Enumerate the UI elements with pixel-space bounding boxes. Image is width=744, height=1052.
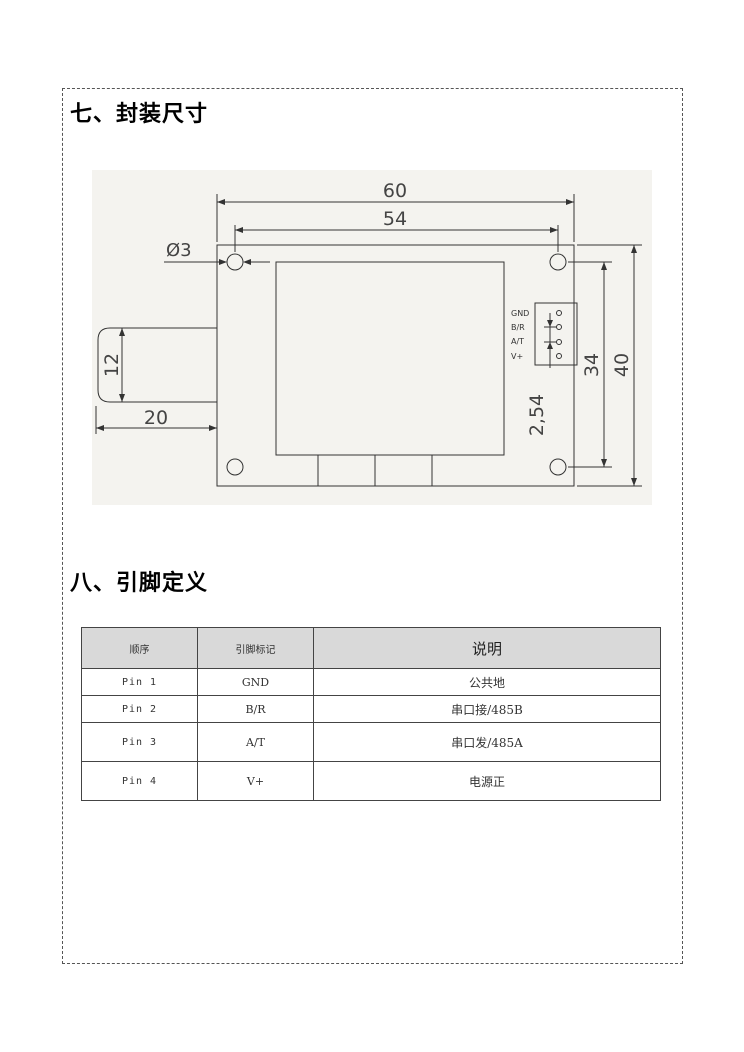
cell-mark: GND [197, 668, 314, 696]
module-outline [275, 261, 505, 456]
cell-order: Pin 1 [81, 668, 198, 696]
dimension-drawing: 60 54 Ø3 20 12 34 40 2,54 GND B/R A/T V+ [92, 170, 652, 505]
mount-hole-br [549, 458, 567, 476]
table-row: Pin 1 GND 公共地 [81, 668, 661, 696]
section-7-title: 七、封装尺寸 [70, 102, 209, 127]
dim-40: 40 [611, 353, 633, 377]
dim-60: 60 [383, 180, 407, 202]
connector-left [317, 454, 376, 487]
dim-34: 34 [581, 353, 603, 377]
cell-mark: A/T [197, 722, 314, 762]
cell-order: Pin 2 [81, 695, 198, 723]
board-outline [216, 244, 575, 487]
dim-hole-diameter: Ø3 [166, 240, 192, 261]
table-header-row: 顺序 引脚标记 说明 [81, 627, 661, 669]
mount-hole-tr [549, 253, 567, 271]
cell-order: Pin 3 [81, 722, 198, 762]
cell-desc: 串口接/485B [313, 695, 661, 723]
tab-outline [97, 327, 217, 403]
mount-hole-bl [226, 458, 244, 476]
pin-label-at: A/T [511, 337, 524, 346]
dim-54: 54 [383, 208, 407, 230]
header-pin-mark: 引脚标记 [197, 627, 314, 669]
mount-hole-tl [226, 253, 244, 271]
cell-desc: 串口发/485A [313, 722, 661, 762]
pin-definition-table: 顺序 引脚标记 说明 Pin 1 GND 公共地 Pin 2 B/R 串口接/4… [81, 627, 661, 801]
cell-desc: 电源正 [313, 761, 661, 801]
dim-pitch: 2,54 [526, 394, 548, 436]
table-row: Pin 2 B/R 串口接/485B [81, 695, 661, 723]
cell-order: Pin 4 [81, 761, 198, 801]
connector-right [374, 454, 433, 487]
pin-label-gnd: GND [511, 309, 529, 318]
cell-desc: 公共地 [313, 668, 661, 696]
cell-mark: B/R [197, 695, 314, 723]
table-row: Pin 4 V+ 电源正 [81, 761, 661, 801]
pin-header [534, 302, 578, 366]
pin-label-vplus: V+ [511, 352, 523, 361]
dim-12: 12 [101, 353, 123, 377]
header-description: 说明 [313, 627, 661, 669]
cell-mark: V+ [197, 761, 314, 801]
pin-label-br: B/R [511, 323, 525, 332]
table-row: Pin 3 A/T 串口发/485A [81, 722, 661, 762]
page-border [62, 88, 683, 964]
header-order: 顺序 [81, 627, 198, 669]
dim-20: 20 [144, 407, 168, 429]
section-8-title: 八、引脚定义 [70, 571, 209, 596]
